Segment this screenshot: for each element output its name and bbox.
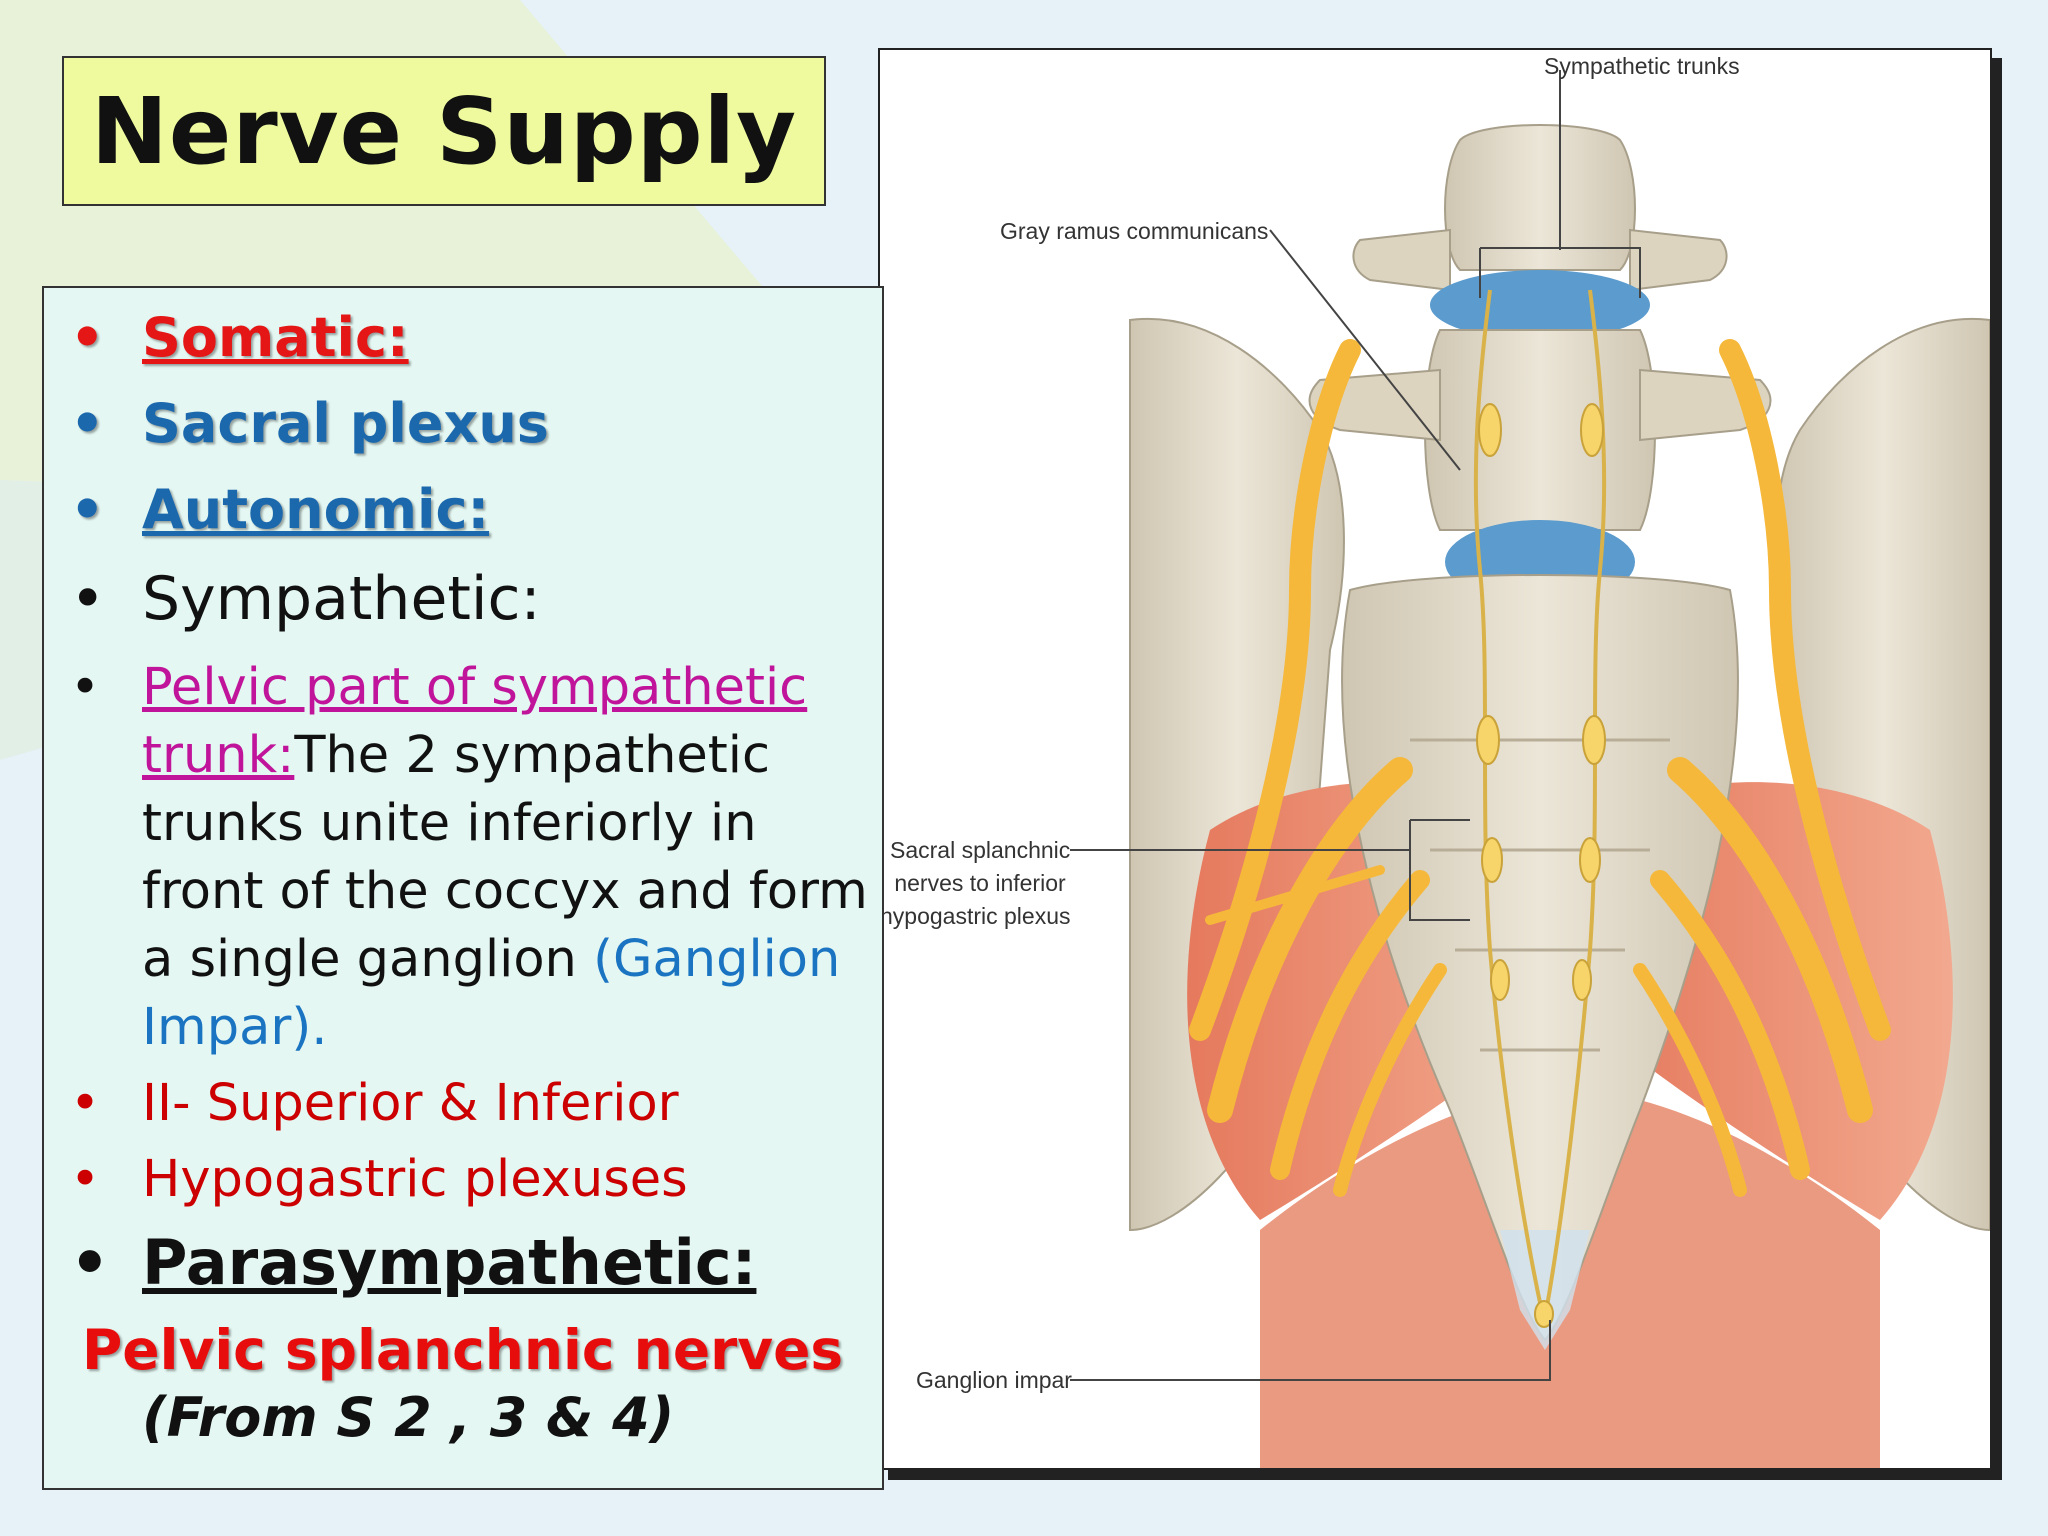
bullet-icon: • <box>70 1074 101 1133</box>
label-sacral-splanchnic-2: nerves to inferior <box>894 870 1066 896</box>
sympathetic-ganglia <box>1476 403 1606 1328</box>
transverse-process-left-1 <box>1352 228 1451 292</box>
label-sacral-splanchnic-3: hypogastric plexus <box>880 903 1071 929</box>
bullet-icon: • <box>70 1226 110 1299</box>
content-box: • Somatic: • Sacral plexus • Autonomic: … <box>42 286 884 1490</box>
list-item-superior-inferior: • II- Superior & Inferior <box>44 1074 882 1144</box>
title-box: Nerve Supply <box>62 56 826 206</box>
sacrum-illustration <box>1070 70 1990 1468</box>
bullet-icon: • <box>70 392 105 455</box>
transverse-process-right-1 <box>1629 228 1728 292</box>
ganglion-impar-node <box>1534 1300 1554 1328</box>
list-item-sympathetic: • Sympathetic: <box>44 564 882 644</box>
list-item-pelvic-part: • Pelvic part of sympathetic trunk:The 2… <box>44 654 882 1057</box>
pelvic-part-body: The 2 sympathetic trunks unite inferiorl… <box>142 726 868 989</box>
item-superior-inferior: II- Superior & Inferior <box>142 1074 679 1133</box>
list-item-sacral-plexus: • Sacral plexus <box>44 392 882 462</box>
page-title: Nerve Supply <box>90 77 798 185</box>
pelvic-splanchnic-text: Pelvic splanchnic nerves <box>82 1318 844 1382</box>
item-pelvic-part: Pelvic part of sympathetic trunk:The 2 s… <box>142 654 874 1062</box>
lumbar-vertebra-l5 <box>1424 329 1656 531</box>
ganglion-impar-highlight: (Ganglion Impar). <box>142 930 841 1057</box>
list-item-somatic: • Somatic: <box>44 306 882 376</box>
label-gray-ramus: Gray ramus communicans <box>1000 218 1269 244</box>
label-ganglion-impar: Ganglion impar <box>916 1367 1072 1393</box>
bullet-icon: • <box>70 478 105 541</box>
bullet-icon: • <box>70 658 101 717</box>
item-hypogastric: Hypogastric plexuses <box>142 1150 688 1209</box>
bullet-icon: • <box>70 564 106 634</box>
item-parasympathetic: Parasympathetic: <box>142 1226 757 1299</box>
leader-lines <box>1070 70 1641 1381</box>
sacral-nerves <box>1189 339 1891 1197</box>
pelvic-part-heading: Pelvic part of sympathetic trunk: <box>142 658 808 785</box>
from-s234-text: (From S 2 , 3 & 4) <box>142 1386 675 1449</box>
item-sympathetic: Sympathetic: <box>142 564 541 634</box>
item-somatic: Somatic: <box>142 306 409 369</box>
list-item-parasympathetic: • Parasympathetic: <box>44 1226 882 1310</box>
sacral-ridges <box>1410 738 1670 1052</box>
list-item-autonomic: • Autonomic: <box>44 478 882 548</box>
bullet-icon: • <box>70 306 105 369</box>
lumbar-vertebra-top <box>1444 124 1636 271</box>
coccyx <box>1500 1230 1590 1350</box>
bullet-icon: • <box>70 1150 101 1209</box>
label-sacral-splanchnic-1: Sacral splanchnic <box>890 837 1071 863</box>
item-autonomic: Autonomic: <box>142 478 490 541</box>
list-item-hypogastric: • Hypogastric plexuses <box>44 1150 882 1220</box>
sacrum <box>1341 574 1739 1342</box>
anatomy-figure: Sympathetic trunks Gray ramus communican… <box>878 48 1992 1470</box>
label-sympathetic-trunks: Sympathetic trunks <box>1544 53 1740 79</box>
item-sacral-plexus: Sacral plexus <box>142 392 549 455</box>
